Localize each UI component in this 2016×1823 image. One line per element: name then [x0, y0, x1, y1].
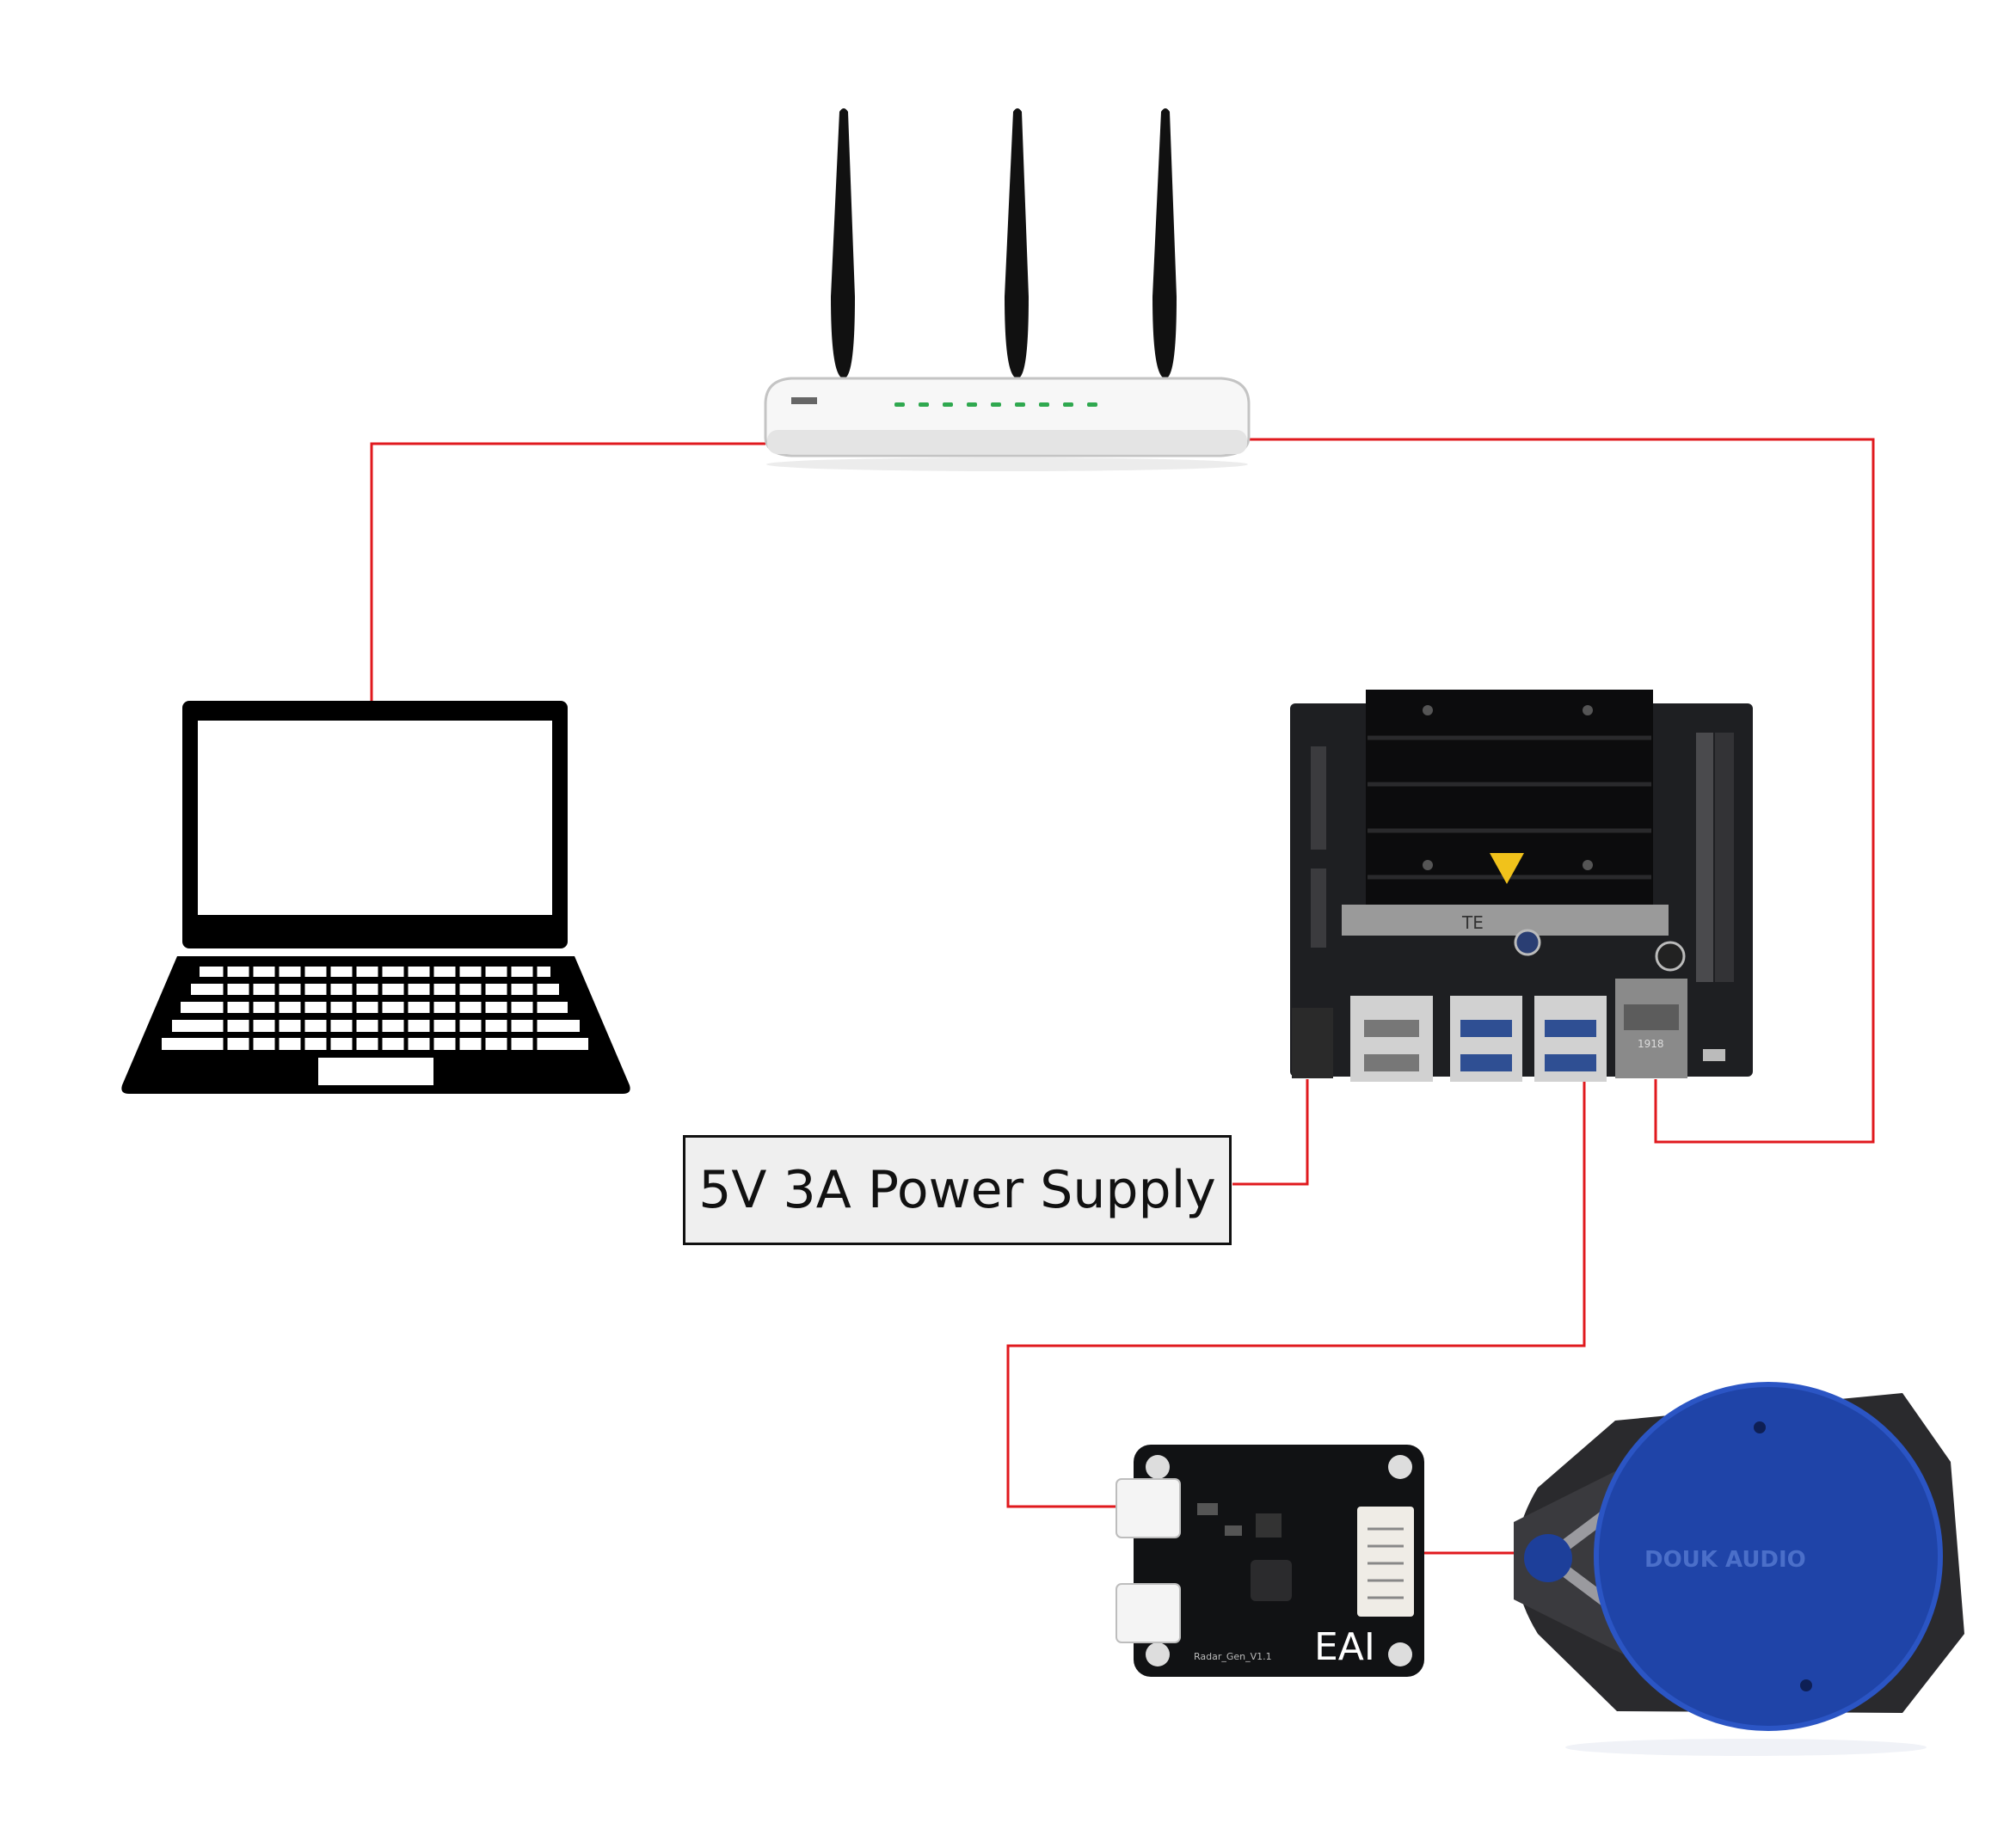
- lidar-sensor-icon: DOUK AUDIO: [1514, 1382, 1964, 1756]
- lidar-dome: [1596, 1384, 1940, 1728]
- router-antennas: [831, 108, 1177, 378]
- power-supply-label: 5V 3A Power Supply: [683, 1135, 1232, 1245]
- adapter-board-text: EAI: [1314, 1625, 1375, 1669]
- usb-port-lower: [1116, 1583, 1181, 1643]
- wire-router-board-ethernet: [1249, 438, 1875, 1144]
- wire-board-power: [1232, 1079, 1309, 1186]
- router-status-leds: [894, 402, 1097, 407]
- heatsink-brand-text: TE: [1461, 912, 1484, 933]
- lidar-rotor: [1524, 1534, 1572, 1582]
- adapter-board-small-text: Radar_Gen_V1.1: [1194, 1651, 1272, 1662]
- laptop-key-gaps: [223, 963, 538, 1053]
- usb-adapter-board-icon: Radar_Gen_V1.1 EAI: [1116, 1445, 1424, 1677]
- wire-board-adapter-usb: [1006, 1079, 1586, 1508]
- jetson-nano-board-icon: TE 1918: [1290, 690, 1753, 1082]
- lidar-brand-text: DOUK AUDIO: [1644, 1547, 1806, 1573]
- usb-ports: [1350, 996, 1607, 1082]
- connection-wires: [370, 438, 1875, 1555]
- wire-router-laptop: [370, 442, 765, 702]
- laptop-icon: [121, 701, 630, 1094]
- ethernet-jack-text: 1918: [1638, 1038, 1664, 1050]
- usb-port-upper: [1116, 1478, 1181, 1538]
- wifi-router-icon: [764, 108, 1251, 471]
